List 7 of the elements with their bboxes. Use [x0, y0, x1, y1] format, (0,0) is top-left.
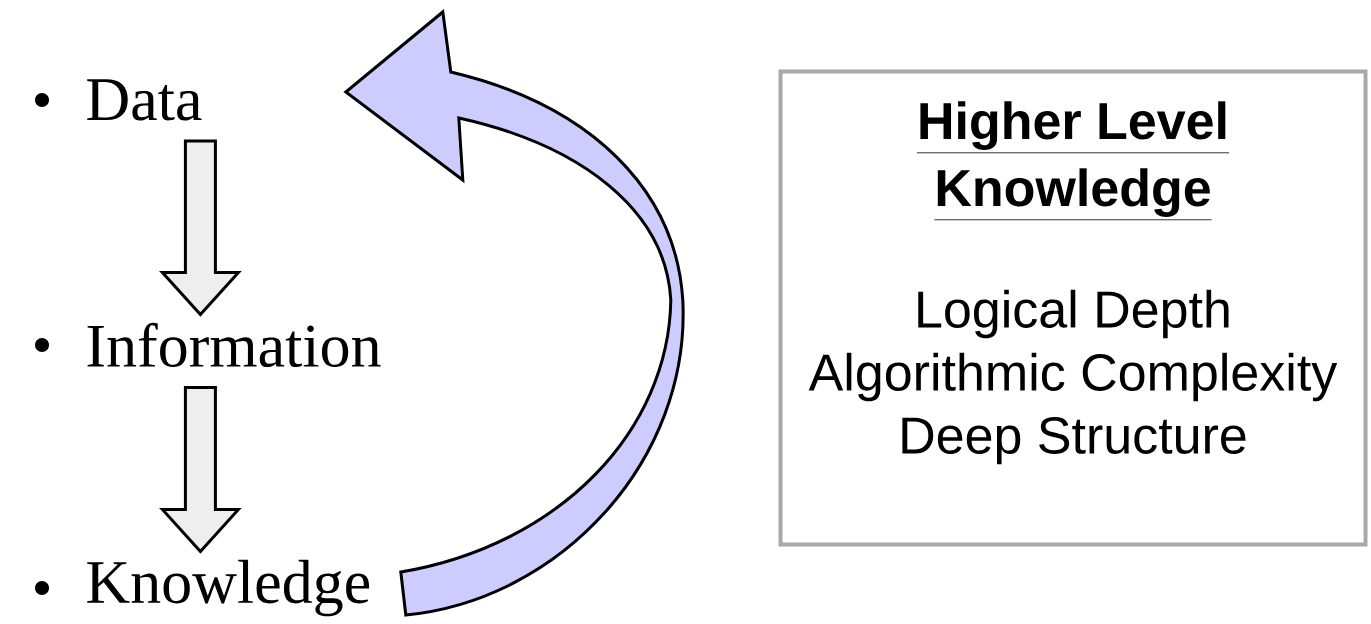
list-item-text: Knowledge	[87, 559, 370, 617]
curved-arrow	[344, 10, 685, 617]
block-arrow	[159, 139, 242, 317]
block-arrow	[159, 386, 242, 554]
text-box: Higher Level Knowledge Logical Depth Algorithmic Complexity Deep Structure	[778, 69, 1368, 547]
list-item-text: Data	[87, 79, 202, 121]
list-item-text: Information	[87, 322, 381, 368]
